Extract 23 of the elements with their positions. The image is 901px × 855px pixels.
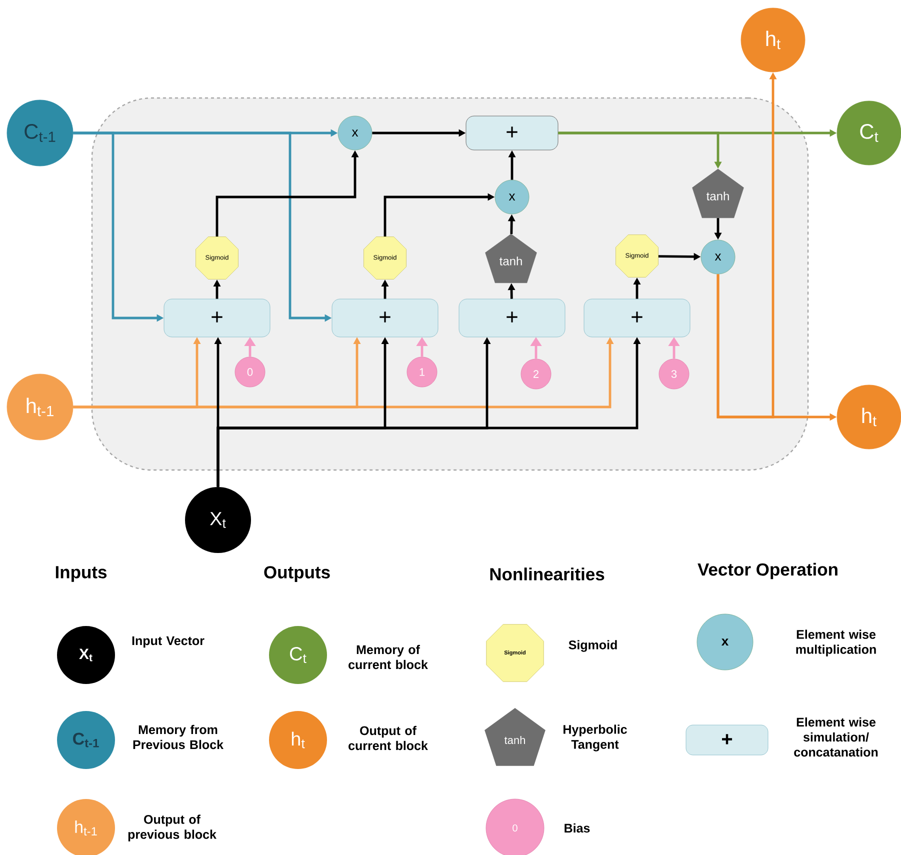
legend-description: Output of current block bbox=[348, 726, 428, 750]
legend-description: Memory from Previous Block bbox=[133, 724, 224, 750]
tanh-pentagon: tanh bbox=[692, 168, 744, 218]
add-box: + bbox=[332, 298, 438, 338]
legend-heading: Outputs bbox=[264, 566, 330, 582]
legend-description: Element wise simulation/ concatanation bbox=[794, 717, 878, 757]
add-box: + bbox=[686, 724, 768, 756]
add-box: + bbox=[164, 298, 270, 338]
legend-description: Hyperbolic Tangent bbox=[564, 724, 627, 752]
legend-heading: Nonlinearities bbox=[490, 568, 604, 580]
add-box: + bbox=[458, 298, 566, 338]
add-box: + bbox=[466, 116, 558, 150]
legend-description: Output of previous block bbox=[128, 814, 216, 842]
legend-heading: Inputs bbox=[56, 566, 107, 582]
add-box: + bbox=[584, 298, 690, 338]
legend-heading: Vector Operation bbox=[698, 562, 838, 580]
legend-description: Input Vector bbox=[132, 636, 204, 648]
tanh-pentagon: tanh bbox=[485, 234, 537, 284]
tanh-pentagon: tanh bbox=[484, 708, 546, 766]
legend-description: Memory of current block bbox=[348, 644, 428, 670]
legend-description: Bias bbox=[564, 823, 590, 833]
legend-description: Element wise multiplication bbox=[796, 630, 876, 656]
legend-description: Sigmoid bbox=[568, 640, 617, 652]
